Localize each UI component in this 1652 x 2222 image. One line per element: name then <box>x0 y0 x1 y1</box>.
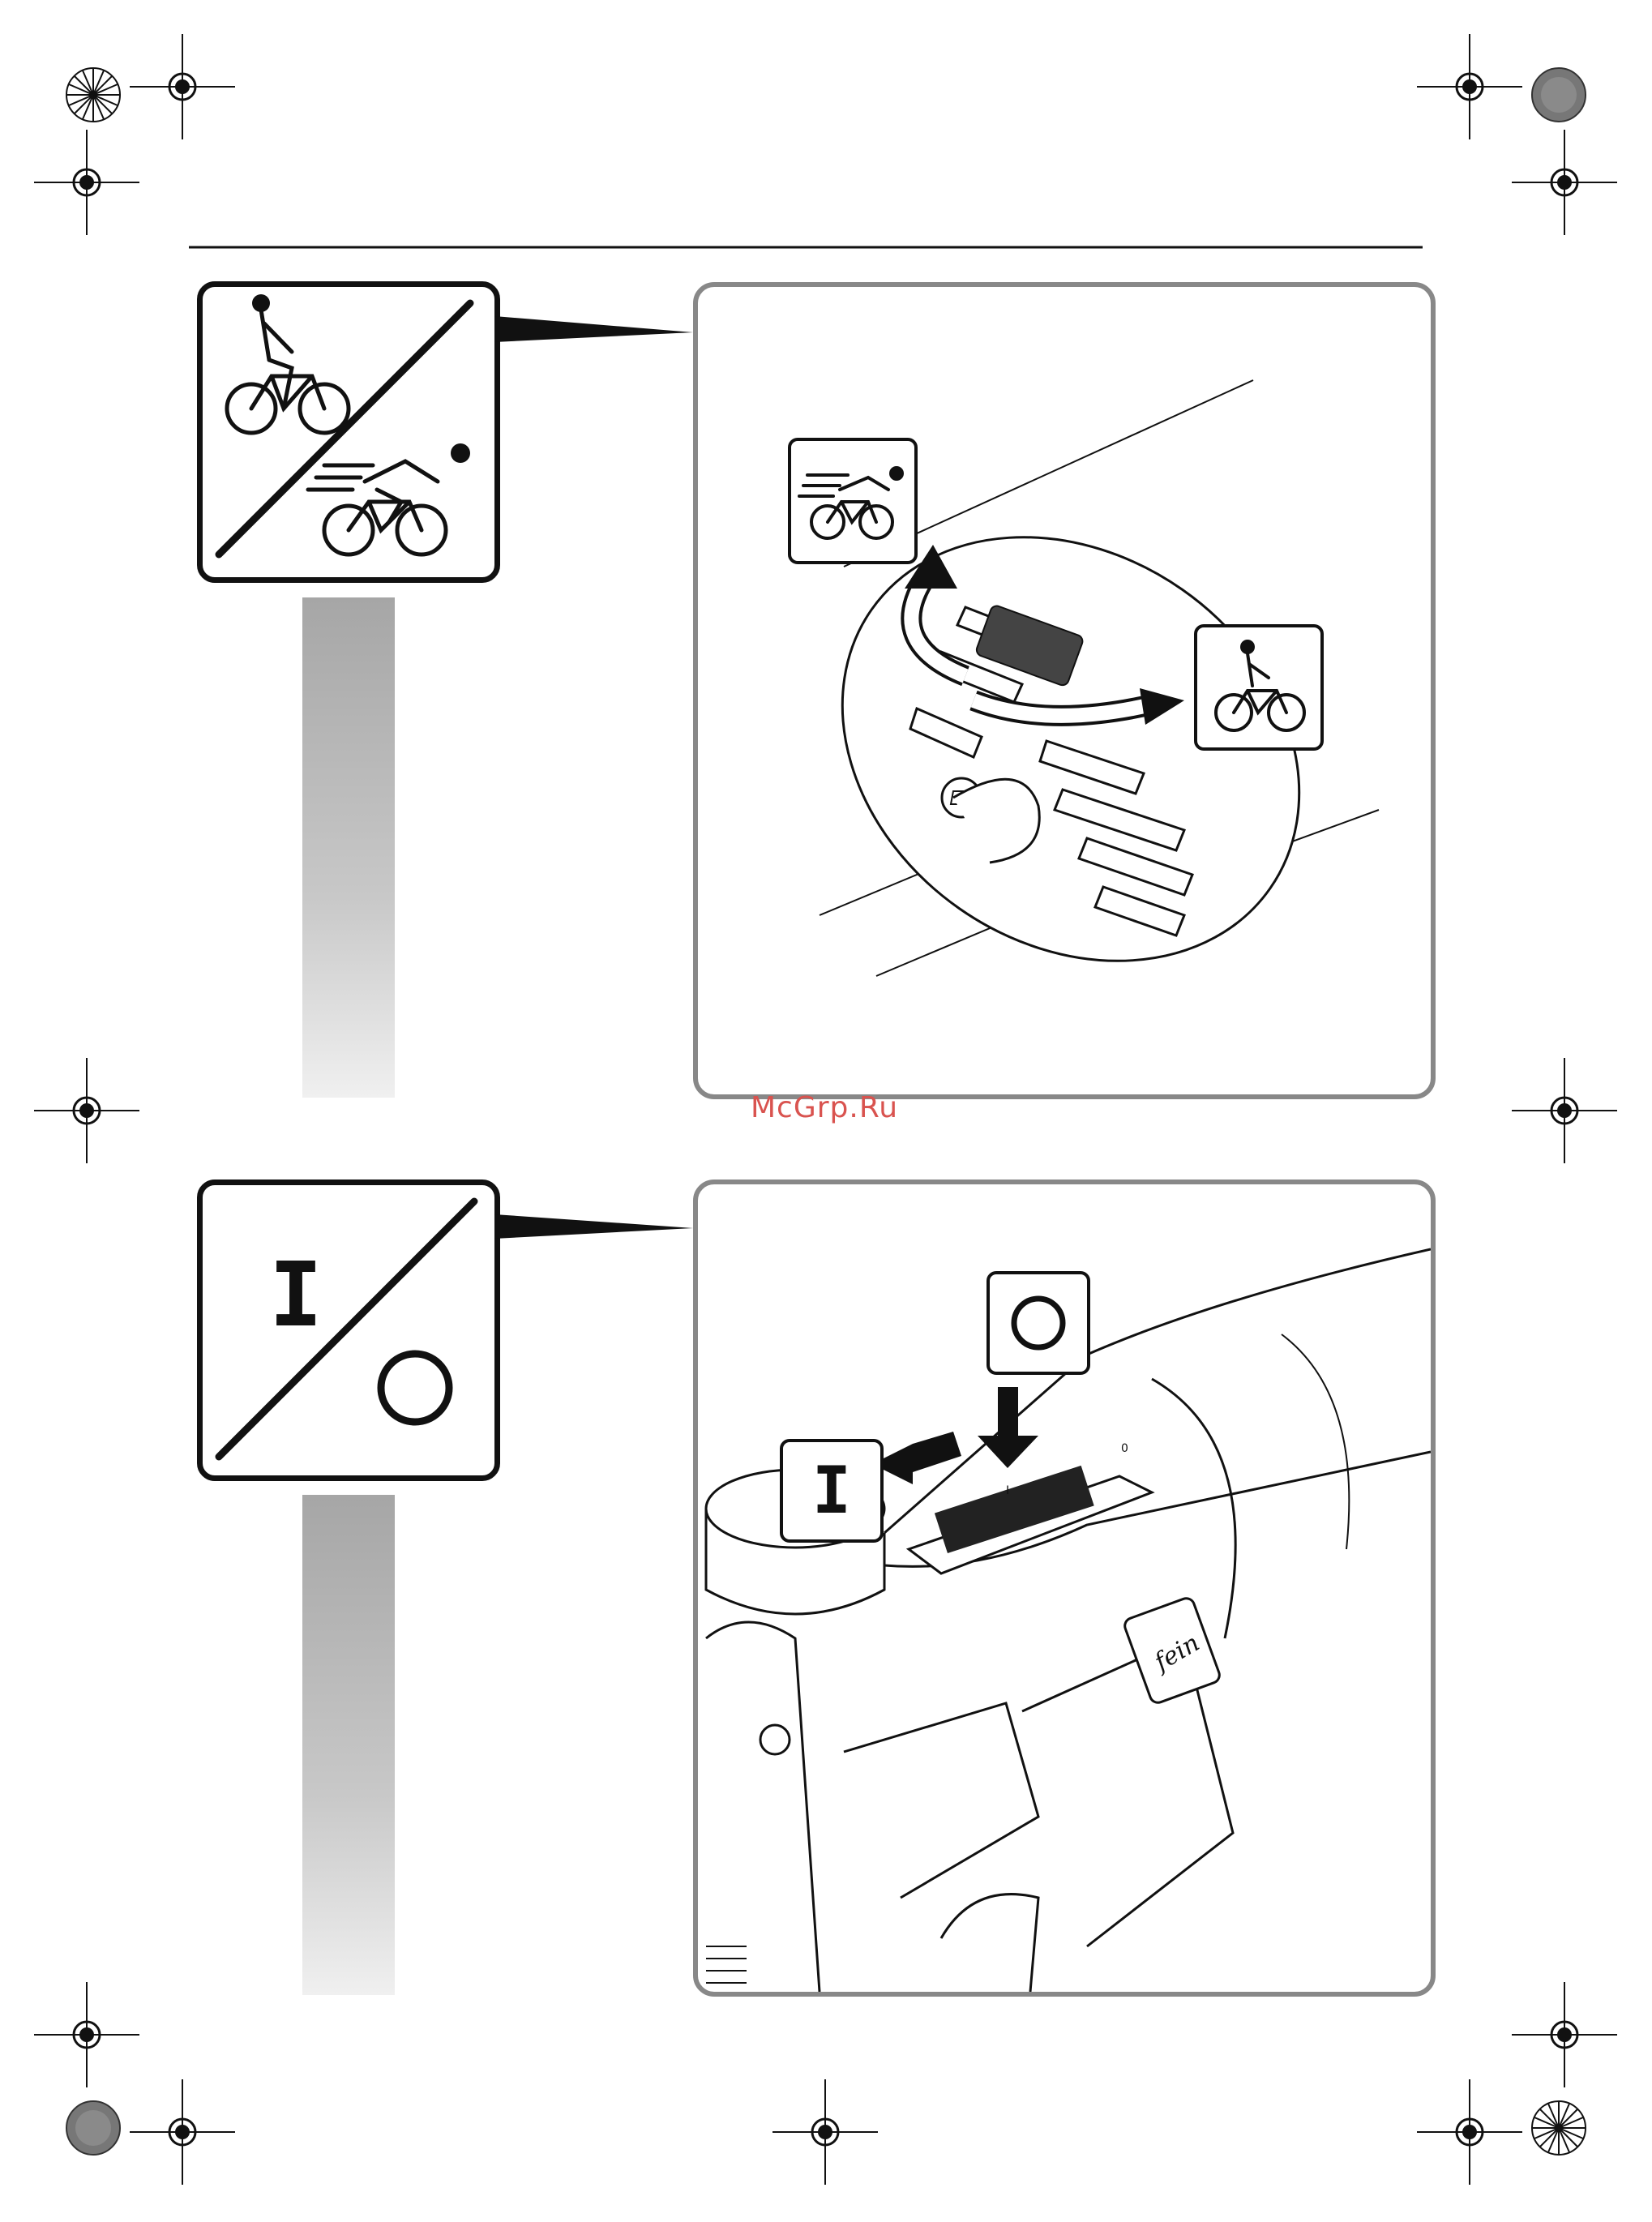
bicycle-speed-icon-box <box>197 281 500 583</box>
switch-off-mark: 0 <box>1121 1442 1128 1455</box>
on-off-icon-box: I <box>197 1180 500 1481</box>
bicycle-fast-icon <box>791 441 914 561</box>
bicycle-slow-icon <box>1197 627 1320 747</box>
on-off-switch-icon <box>203 1185 494 1475</box>
section-gradient-bar <box>302 597 395 1098</box>
section-gradient-bar <box>302 1495 395 1995</box>
callout-pointer <box>494 1206 697 1255</box>
callout-pointer <box>494 308 697 357</box>
on-label: I <box>251 1250 340 1339</box>
switch-on-mark: I <box>1006 1484 1009 1497</box>
bicycle-slow-fast-icon <box>203 287 494 577</box>
fast-speed-icon-box <box>788 438 918 564</box>
off-icon-box <box>986 1271 1090 1375</box>
slow-speed-icon-box <box>1194 624 1324 751</box>
on-icon-small-box: I <box>780 1439 884 1543</box>
off-circle-icon <box>990 1274 1087 1372</box>
watermark-text: McGrp.Ru <box>751 1091 913 1124</box>
illustration-panel-speed <box>693 282 1436 1099</box>
on-small-label: I <box>783 1458 880 1523</box>
